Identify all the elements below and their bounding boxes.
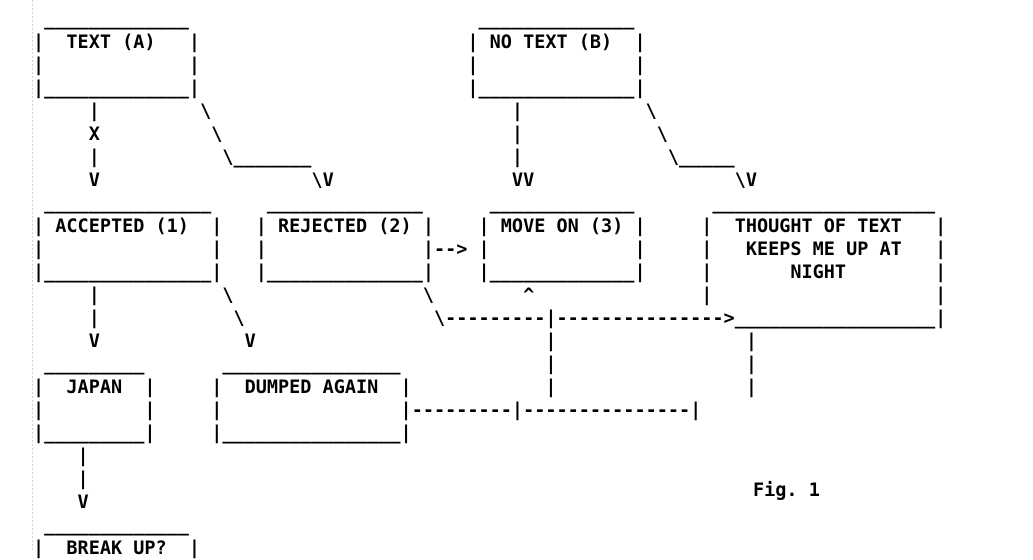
figure-caption: Fig. 1: [753, 480, 820, 501]
editor-guide-line: [32, 0, 33, 552]
ascii-flowchart-canvas: _____________ ______________ | TEXT (A) …: [33, 9, 947, 559]
